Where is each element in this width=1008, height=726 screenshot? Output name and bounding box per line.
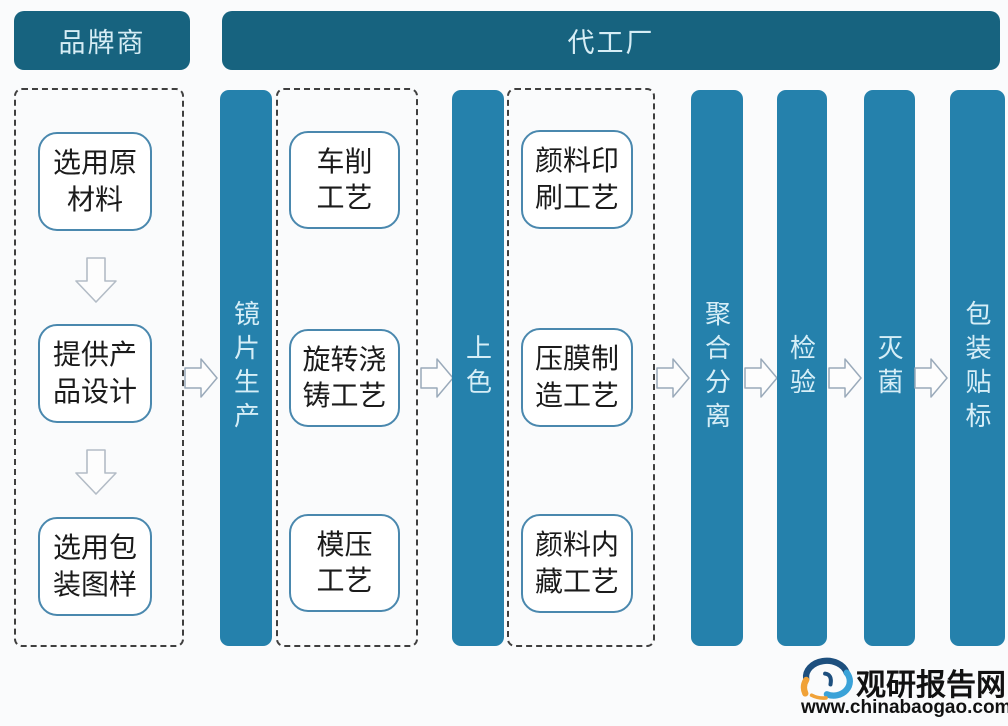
chinabaogao-logo-icon <box>800 657 853 700</box>
process-spin-casting-label: 旋转浇 铸工艺 <box>302 343 387 411</box>
process-pigment-printing-label: 颜料印 刷工艺 <box>534 145 619 213</box>
step-provide-product-design-label: 提供产 品设计 <box>52 339 137 407</box>
down-arrow-icon <box>75 257 117 303</box>
header-oem-factory: 代工厂 <box>222 11 1000 70</box>
process-pigment-printing: 颜料印 刷工艺 <box>521 130 633 229</box>
process-turning: 车削 工艺 <box>289 131 400 229</box>
process-molding-label: 模压 工艺 <box>316 528 373 596</box>
stage-bar-polymerization-separation-label: 聚合分离 <box>701 300 732 436</box>
stage-bar-coloring: 上色 <box>452 90 504 646</box>
site-url: www.chinabaogao.com <box>801 697 1008 718</box>
process-spin-casting: 旋转浇 铸工艺 <box>289 329 400 427</box>
lens-production-methods-frame <box>276 88 418 647</box>
down-arrow-icon <box>75 449 117 495</box>
step-select-raw-material: 选用原 材料 <box>38 132 152 231</box>
stage-bar-coloring-label: 上色 <box>462 334 493 402</box>
step-select-packaging-design-label: 选用包 装图样 <box>52 532 137 600</box>
stage-bar-inspection-label: 检验 <box>786 334 817 402</box>
process-pigment-embedding-label: 颜料内 藏工艺 <box>534 529 619 597</box>
right-arrow-icon <box>744 358 778 398</box>
brand-steps-frame <box>14 88 184 647</box>
stage-bar-packaging-labeling-label: 包装贴标 <box>962 300 992 436</box>
right-arrow-icon <box>420 358 454 398</box>
header-brand-owner: 品牌商 <box>14 11 190 70</box>
process-molding: 模压 工艺 <box>289 514 400 612</box>
stage-bar-polymerization-separation: 聚合分离 <box>691 90 743 646</box>
right-arrow-icon <box>656 358 690 398</box>
step-provide-product-design: 提供产 品设计 <box>38 324 152 423</box>
process-turning-label: 车削 工艺 <box>316 145 373 213</box>
site-name: 观研报告网 <box>856 669 1006 702</box>
stage-bar-lens-production: 镜片生产 <box>220 90 272 646</box>
step-select-packaging-design: 选用包 装图样 <box>38 517 152 616</box>
stage-bar-inspection: 检验 <box>777 90 827 646</box>
stage-bar-sterilization-label: 灭菌 <box>874 334 904 402</box>
stage-bar-sterilization: 灭菌 <box>864 90 915 646</box>
right-arrow-icon <box>184 358 218 398</box>
header-oem-factory-label: 代工厂 <box>567 28 655 58</box>
step-select-raw-material-label: 选用原 材料 <box>52 147 137 215</box>
process-film-pressing-label: 压膜制 造工艺 <box>534 343 619 411</box>
process-film-pressing: 压膜制 造工艺 <box>521 328 633 427</box>
stage-bar-lens-production-label: 镜片生产 <box>230 300 261 436</box>
coloring-methods-frame <box>507 88 655 647</box>
process-pigment-embedding: 颜料内 藏工艺 <box>521 514 633 613</box>
header-brand-owner-label: 品牌商 <box>58 28 146 58</box>
stage-bar-packaging-labeling: 包装贴标 <box>950 90 1005 646</box>
right-arrow-icon <box>828 358 862 398</box>
right-arrow-icon <box>914 358 948 398</box>
